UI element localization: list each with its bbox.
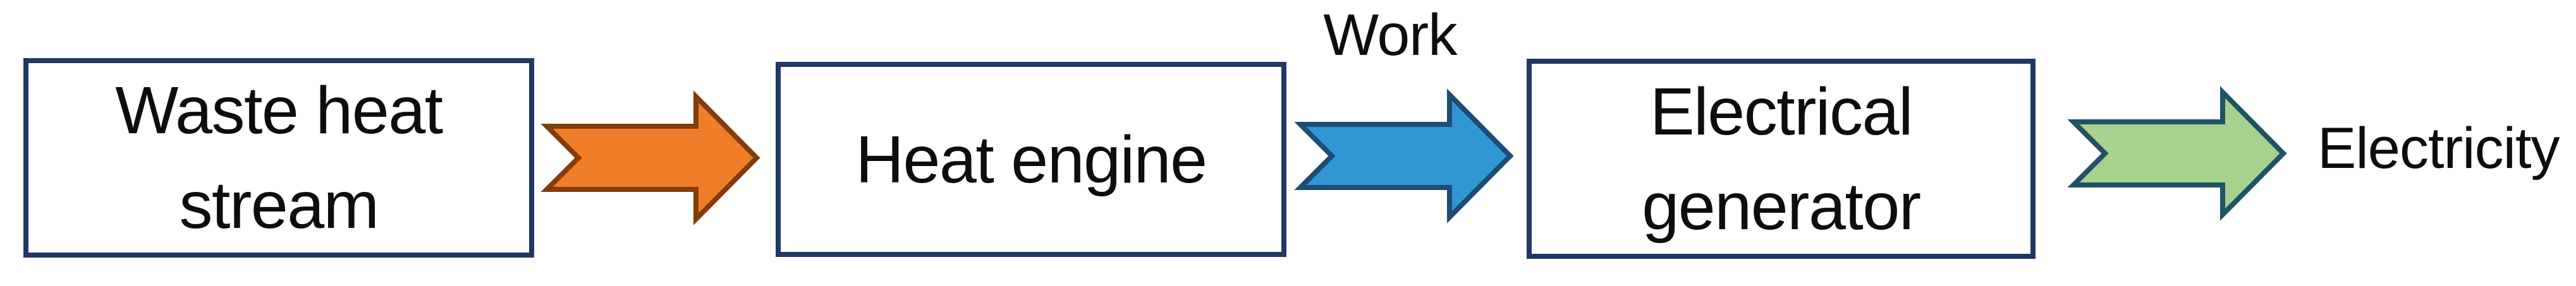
heat-flow-arrow-icon: [540, 90, 760, 225]
box-waste-heat-stream: Waste heat stream: [23, 58, 534, 258]
box-label-line: Heat engine: [855, 122, 1207, 197]
box-heat-engine-label: Heat engine: [855, 112, 1207, 207]
work-label: Work: [1323, 2, 1457, 68]
box-waste-heat-stream-label: Waste heat stream: [115, 63, 443, 253]
electricity-label: Electricity: [2317, 116, 2560, 181]
work-arrow-shape: [1294, 88, 1514, 223]
box-electrical-generator-label: Electrical generator: [1642, 64, 1921, 254]
box-label-line: stream: [179, 168, 379, 242]
heat-flow-arrow-shape: [540, 90, 760, 225]
electricity-arrow-shape: [2067, 86, 2287, 221]
box-label-line: generator: [1642, 169, 1921, 244]
box-label-line: Electrical: [1649, 74, 1914, 149]
box-label-line: Waste heat: [115, 73, 443, 148]
box-heat-engine: Heat engine: [776, 62, 1286, 257]
box-electrical-generator: Electrical generator: [1527, 59, 2036, 259]
electricity-arrow-icon: [2067, 86, 2287, 221]
work-arrow-icon: [1294, 88, 1514, 223]
